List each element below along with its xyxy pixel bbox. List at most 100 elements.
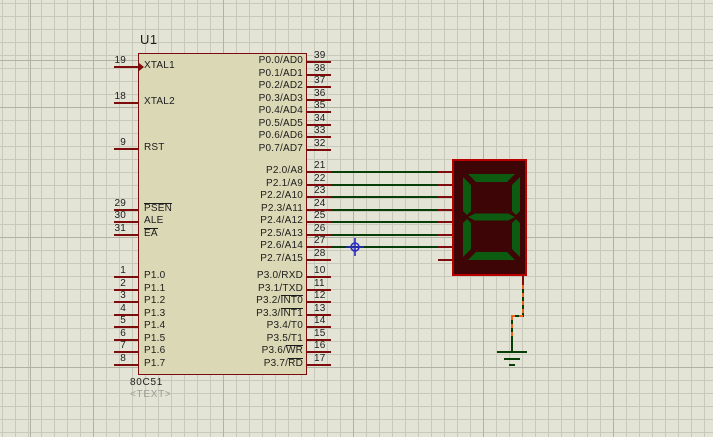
pin-label-text: ALE	[144, 215, 164, 226]
pin-33-stub[interactable]	[307, 136, 331, 138]
segment-g-icon	[468, 213, 515, 221]
pin-23-number: 23	[314, 185, 326, 196]
pin-34-stub[interactable]	[307, 123, 331, 126]
segment-d-icon	[468, 252, 515, 260]
pin-27-stub[interactable]	[307, 246, 331, 248]
pin-label-text: P3.7/	[263, 357, 289, 369]
pin-36-number: 36	[314, 87, 326, 99]
display-segment-pin-stub[interactable]	[438, 208, 452, 211]
pin-38-stub[interactable]	[307, 73, 331, 76]
pin-10-label: P3.0/RXD	[257, 270, 303, 282]
pin-31-stub[interactable]	[114, 233, 138, 236]
pin-28-stub[interactable]	[307, 258, 331, 261]
pin-39-stub[interactable]	[307, 61, 331, 63]
display-segment-pin-stub[interactable]	[438, 196, 452, 198]
pin-15-stub[interactable]	[307, 338, 331, 341]
pin-13-stub[interactable]	[307, 313, 331, 316]
pin-21-label: P2.0/A8	[266, 165, 303, 177]
pin-11-stub[interactable]	[307, 288, 331, 291]
pin-26-number: 26	[314, 222, 326, 234]
pin-6-stub[interactable]	[114, 338, 138, 341]
pin-7-stub[interactable]	[114, 351, 138, 353]
pin-21-stub[interactable]	[307, 171, 331, 173]
display-segment-pin-stub[interactable]	[438, 171, 452, 173]
pin-33-number: 33	[314, 125, 326, 136]
pin-25-stub[interactable]	[307, 221, 331, 223]
pin-2-stub[interactable]	[114, 288, 138, 291]
wire-p2-pin-22[interactable]	[331, 183, 438, 186]
pin-17-stub[interactable]	[307, 363, 331, 366]
pin-8-label: P1.7	[144, 358, 165, 370]
pin-5-number: 5	[120, 315, 126, 326]
pin-31-label: EA	[144, 227, 158, 240]
pin-16-stub[interactable]	[307, 351, 331, 353]
component-value: 80C51	[130, 377, 163, 388]
wire-common-vertical-2[interactable]	[511, 316, 513, 336]
segment-b-icon	[512, 177, 520, 215]
wire-p2-pin-23[interactable]	[331, 196, 438, 198]
display-segment-pin-stub[interactable]	[438, 233, 452, 236]
wire-p2-pin-26[interactable]	[331, 233, 438, 236]
ground-symbol[interactable]	[497, 351, 527, 353]
display-common-pin-stub[interactable]	[522, 276, 524, 285]
pin-1-stub[interactable]	[114, 276, 138, 278]
pin-4-stub[interactable]	[114, 313, 138, 316]
wire-p2-pin-21[interactable]	[331, 171, 438, 173]
pin-17-number: 17	[314, 352, 326, 364]
pin-label-overlined-text: INT0	[280, 295, 304, 306]
pin-36-stub[interactable]	[307, 98, 331, 101]
pin-11-number: 11	[314, 277, 325, 289]
wire-common-vertical-1[interactable]	[522, 285, 524, 316]
pin-12-stub[interactable]	[307, 301, 331, 303]
pin-18-number: 18	[114, 91, 126, 102]
pin-35-label: P0.4/AD4	[259, 105, 303, 117]
pin-39-number: 39	[314, 50, 326, 61]
pin-30-stub[interactable]	[114, 221, 138, 223]
pin-label-overlined-text: WR	[285, 345, 304, 356]
pin-10-stub[interactable]	[307, 276, 331, 278]
display-segment-pin-stub[interactable]	[438, 221, 452, 223]
display-segment-pin-stub[interactable]	[438, 246, 452, 248]
pin-23-label: P2.2/A10	[260, 190, 303, 202]
wire-p2-pin-27[interactable]	[331, 246, 438, 248]
pin-8-number: 8	[120, 352, 126, 364]
pin-38-number: 38	[314, 62, 326, 74]
pin-label-text: P3.5/T1	[266, 332, 303, 344]
pin-37-stub[interactable]	[307, 86, 331, 88]
pin-9-stub[interactable]	[114, 148, 138, 150]
pin-22-stub[interactable]	[307, 183, 331, 186]
component-text-placeholder: <TEXT>	[130, 389, 172, 400]
pin-14-stub[interactable]	[307, 326, 331, 328]
pin-19-stub[interactable]	[114, 66, 138, 68]
pin-12-number: 12	[314, 290, 326, 301]
pin-3-stub[interactable]	[114, 301, 138, 303]
pin-26-stub[interactable]	[307, 233, 331, 236]
pin-22-number: 22	[314, 172, 326, 184]
pin-8-stub[interactable]	[114, 363, 138, 366]
mcu-80c51-body[interactable]	[138, 53, 307, 375]
display-segment-pin-stub[interactable]	[438, 258, 452, 261]
seven-segment-display[interactable]	[452, 159, 527, 276]
wire-p2-pin-25[interactable]	[331, 221, 438, 223]
pin-7-number: 7	[120, 340, 126, 351]
pin-29-label: PSEN	[144, 202, 173, 215]
pin-35-stub[interactable]	[307, 111, 331, 113]
pin-18-stub[interactable]	[114, 102, 138, 104]
pin-label-text: P1.5	[144, 332, 166, 344]
pin-37-label: P0.2/AD2	[259, 80, 303, 92]
pin-label-text: P2.3/A11	[260, 202, 303, 214]
pin-24-stub[interactable]	[307, 208, 331, 211]
seven-segment-digit-8	[463, 174, 520, 260]
pin-23-stub[interactable]	[307, 196, 331, 198]
pin-32-stub[interactable]	[307, 148, 331, 151]
display-segment-pin-stub[interactable]	[438, 183, 452, 186]
pin-14-number: 14	[314, 315, 326, 326]
wire-p2-pin-24[interactable]	[331, 208, 438, 211]
wire-common-to-ground[interactable]	[511, 336, 513, 352]
pin-5-stub[interactable]	[114, 326, 138, 328]
wire-common-jog[interactable]	[511, 315, 524, 317]
pin-29-stub[interactable]	[114, 208, 138, 211]
pin-label-text: P0.3/AD3	[258, 92, 303, 104]
pin-label-text: P1.3	[144, 307, 166, 319]
